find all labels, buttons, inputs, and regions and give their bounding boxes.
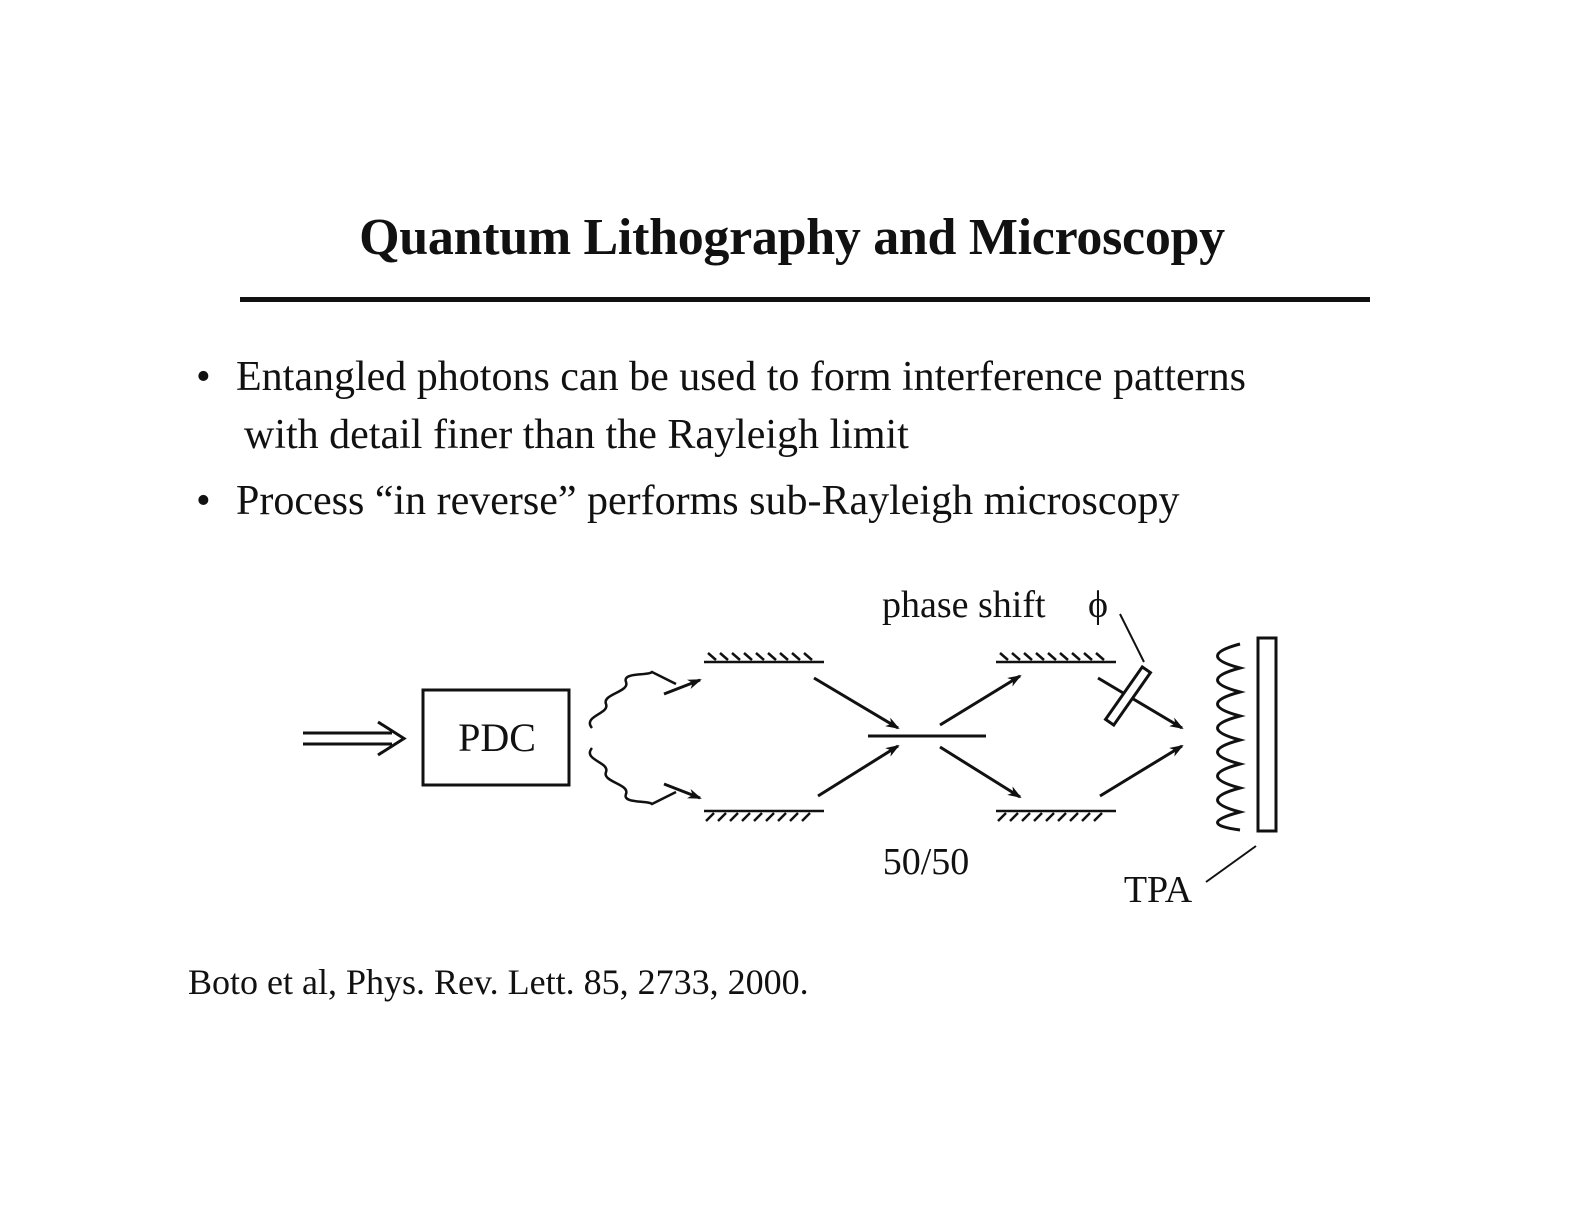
mirror-bottom-right [996,809,1116,822]
beam-splitter-to-top-right [939,674,1022,727]
phase-shift-label: phase shift [882,584,1046,626]
arrow-down-out [663,782,702,800]
beam-bottom-to-splitter [817,744,900,798]
beam-splitter-to-bottom-right [939,745,1022,799]
arrow-up-out [663,678,702,696]
tpa-label: TPA [1124,869,1193,911]
citation: Boto et al, Phys. Rev. Lett. 85, 2733, 2… [188,962,809,1002]
phase-shifter-plate [1103,664,1153,728]
bullet-1-line-2: with detail finer than the Rayleigh limi… [244,412,909,458]
bullet-item-1: • Entangled photons can be used to form … [196,348,1446,464]
interference-pattern-wave [1216,642,1246,832]
bullet-item-2: • Process “in reverse” performs sub-Rayl… [196,472,1446,530]
slide-title: Quantum Lithography and Microscopy [359,209,1225,266]
beam-top-to-splitter [813,676,900,730]
bullet-dot: • [196,354,211,400]
mirror-top-right [996,652,1116,664]
beam-bottom-to-detector [1099,744,1184,798]
phase-label-pointer [1119,613,1145,663]
splitter-label: 50/50 [883,841,970,883]
phase-symbol: ϕ [1088,584,1108,626]
mirror-bottom-left [704,809,824,822]
bullet-list: • Entangled photons can be used to form … [196,348,1446,538]
bullet-1-line-1: Entangled photons can be used to form in… [236,354,1246,400]
input-beam-arrow [303,720,407,757]
pdc-crystal-box [421,688,571,787]
tpa-detector-plate [1256,636,1278,833]
tpa-label-pointer [1205,845,1257,883]
interferometer-diagram: PDC [303,584,1278,911]
pdc-label: PDC [458,715,536,760]
mirror-top-left [704,652,824,664]
photon-wave-paths [588,670,677,806]
bullet-dot: • [196,478,211,524]
bullet-2-line-1: Process “in reverse” performs sub-Raylei… [236,478,1180,524]
title-underline [240,297,1370,302]
beam-top-to-detector [1097,676,1184,730]
